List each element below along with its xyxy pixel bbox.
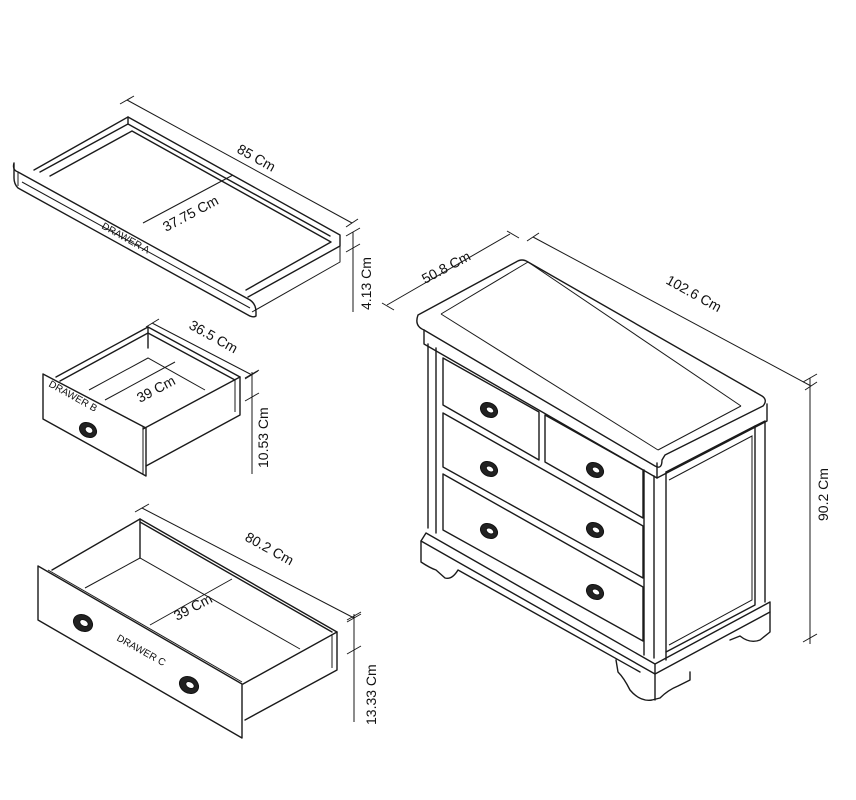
drawer-a-name-label: DRAWER A: [100, 221, 152, 256]
drawer-b-depth-label: 39 Cm: [134, 372, 178, 405]
drawer-c-height-label: 13.33 Cm: [363, 664, 379, 725]
drawer-a-outline: [33, 116, 341, 298]
drawer-c-front: [37, 565, 243, 739]
drawer-a-depth-label: 37.75 Cm: [160, 192, 221, 235]
drawer-c: [37, 503, 362, 739]
chest-depth-label: 50.8 Cm: [419, 248, 473, 287]
chest-width-label: 102.6 Cm: [664, 272, 725, 315]
drawer-c-depth-label: 39 Cm: [171, 590, 215, 623]
drawer-a-height-label: 4.13 Cm: [358, 257, 374, 310]
drawer-a-depth-line: [142, 174, 234, 224]
drawer-b-front: [42, 373, 147, 477]
drawer-b: [42, 318, 260, 477]
chest-height-label: 90.2 Cm: [815, 468, 831, 521]
chest: [381, 230, 818, 701]
drawer-c-length-label: 80.2 Cm: [243, 529, 297, 569]
drawer-a-length-label: 85 Cm: [235, 141, 279, 175]
chest-top: [416, 259, 766, 468]
drawer-b-height-label: 10.53 Cm: [255, 407, 271, 468]
drawer-b-length-label: 36.5 Cm: [187, 317, 241, 357]
chest-front-foot: [615, 659, 691, 701]
drawer-a: [12, 95, 361, 318]
